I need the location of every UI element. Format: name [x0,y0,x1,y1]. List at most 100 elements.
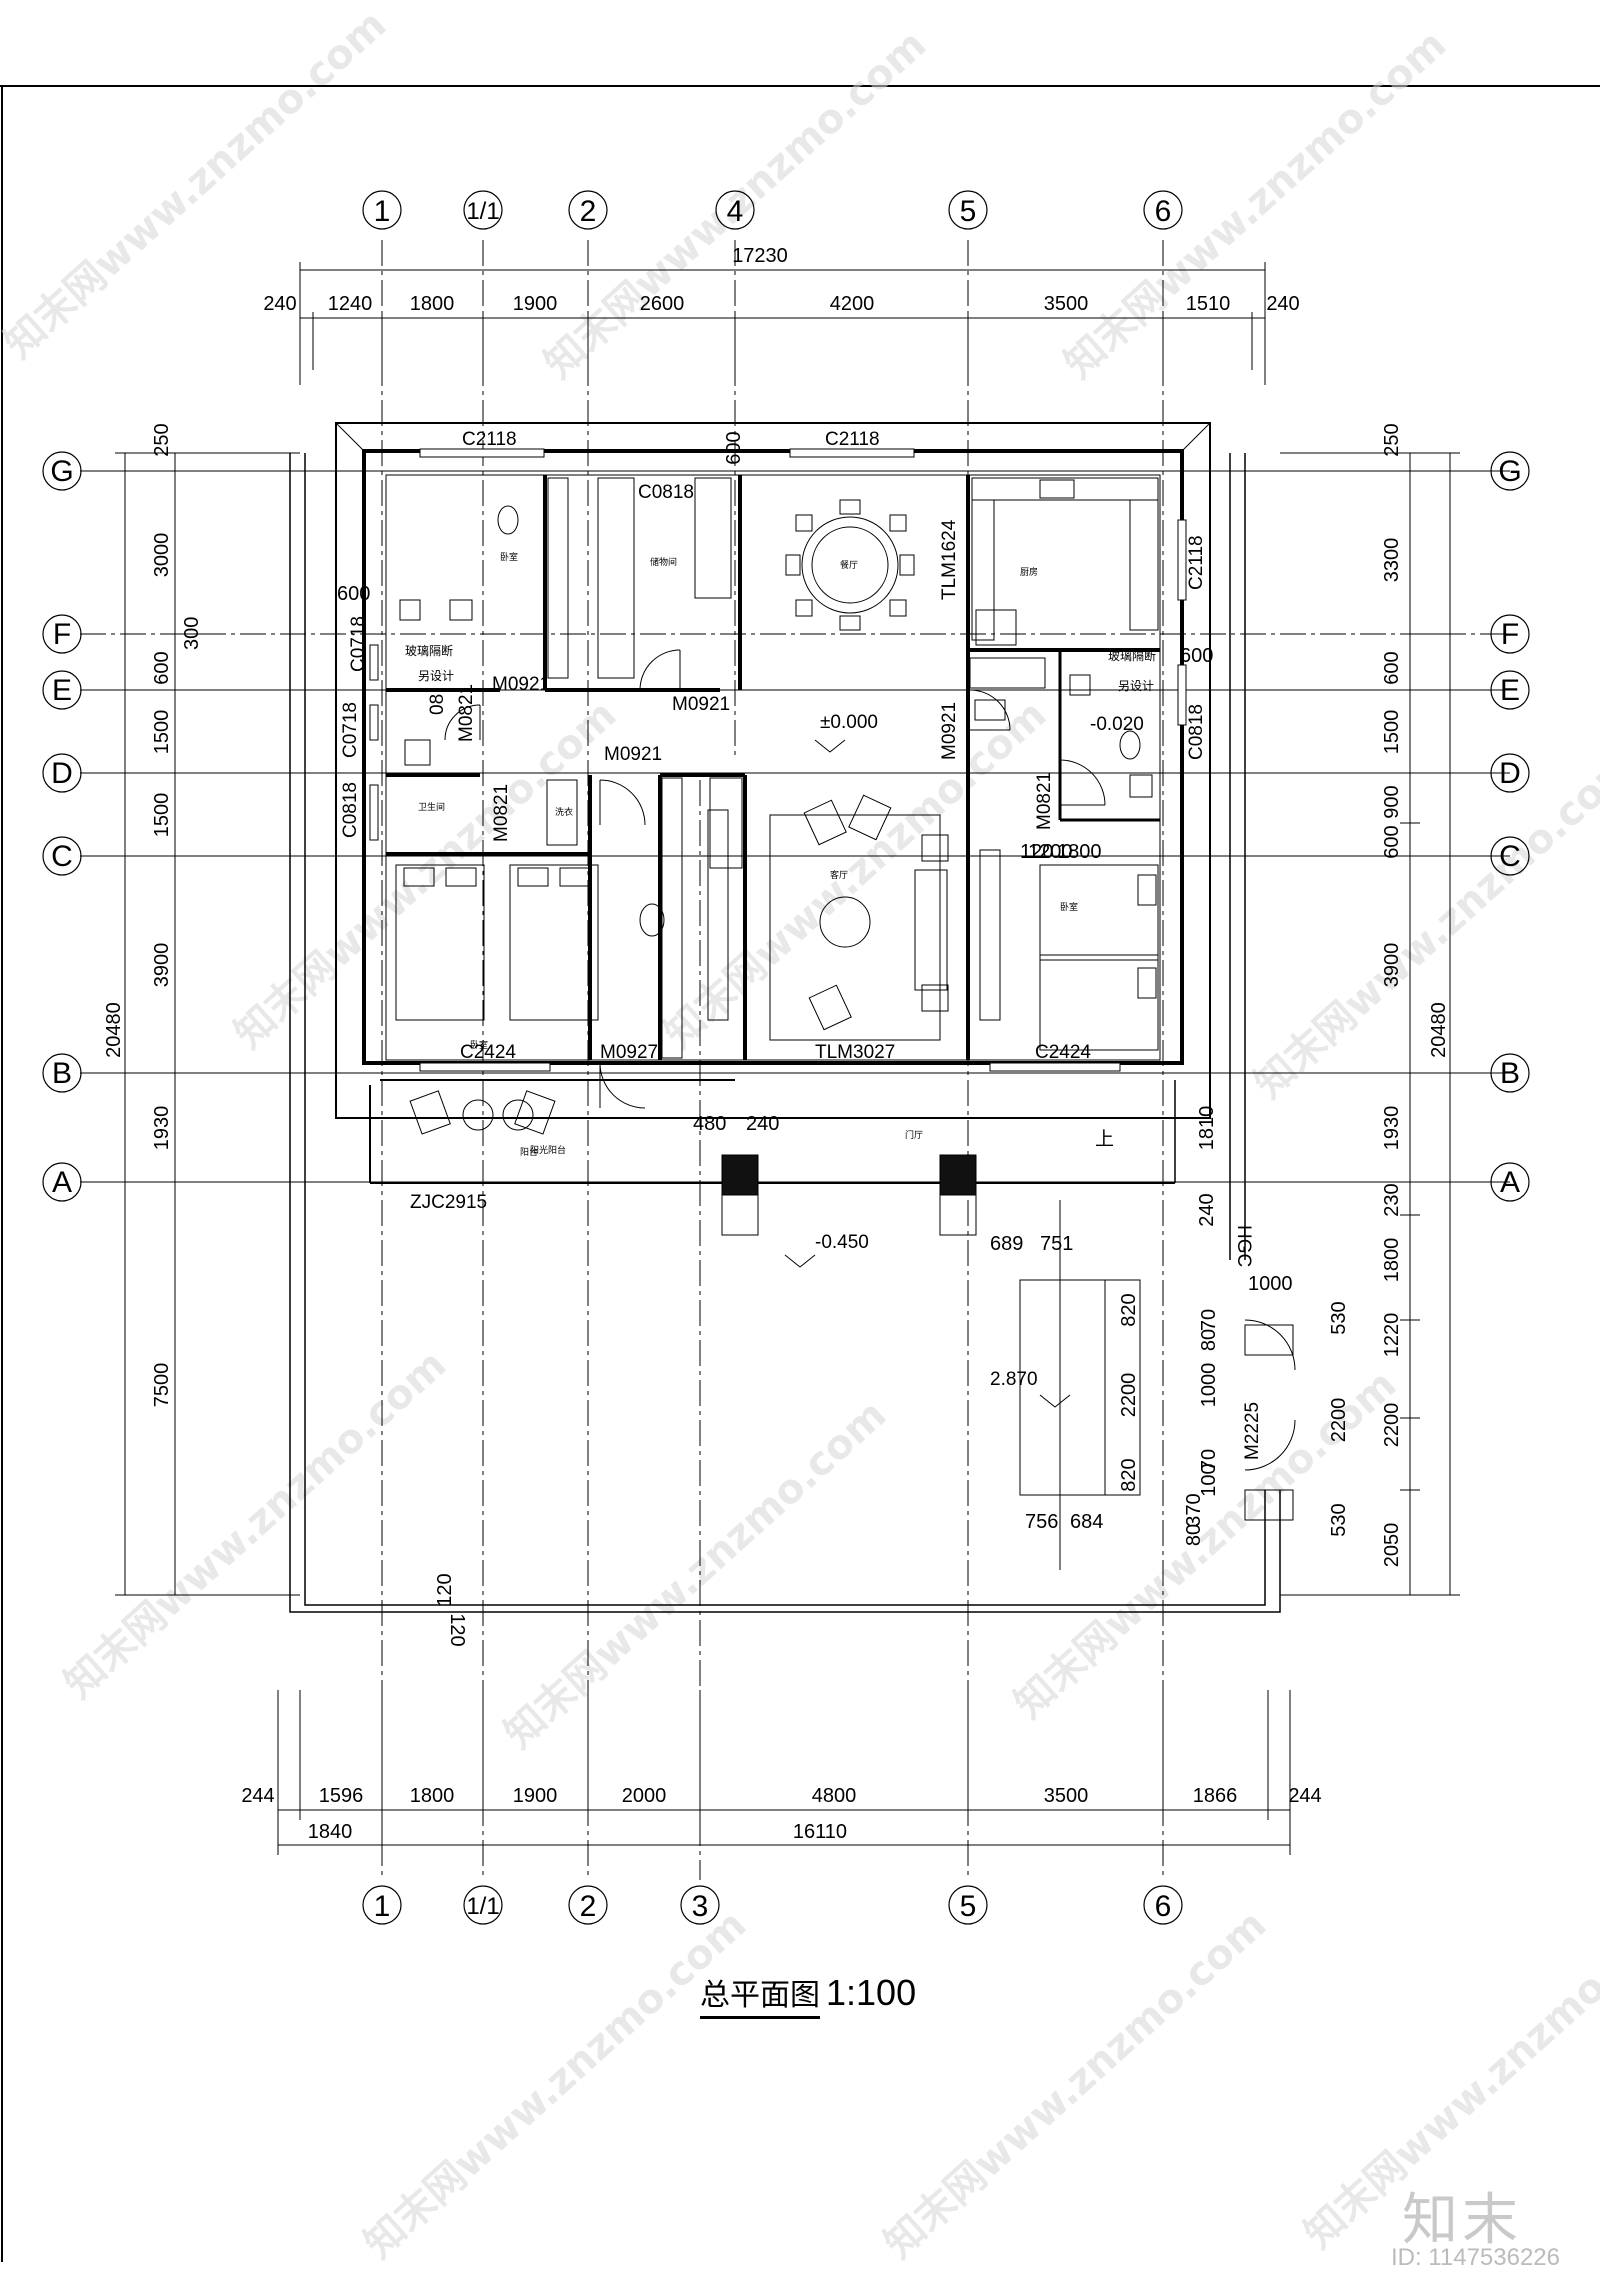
drawing-stroke [444,704,481,741]
note-text: 另设计 [418,669,454,683]
axis-bubble [1490,836,1530,876]
dim-bottom: 4800 [812,1785,857,1807]
axis-bubble [1143,190,1183,230]
drawing-stroke [1129,774,1153,798]
drawing-stroke [971,477,1159,501]
watermark-text: 知末网www.znzmo.com [496,1392,895,1758]
axis-bubble [1490,1053,1530,1093]
drawing-stroke [721,1154,759,1196]
drawing-stroke [975,609,1017,646]
dim-misc: 2200 [1328,1398,1350,1443]
axis-bubble [42,836,82,876]
dim-bottom: 1866 [1193,1785,1238,1807]
dim-misc: 1200 [1028,841,1073,863]
dim-right: 3300 [1381,538,1403,583]
kitchen-counter [971,477,1159,646]
dim-misc: 240 [1196,1193,1218,1226]
drawing-stroke [399,599,421,621]
axis-bubble [1490,753,1530,793]
axis-label: F [1501,618,1519,651]
dim-bottom: 244 [241,1785,274,1807]
dim-bottom: 3500 [1044,1785,1089,1807]
dim-top: 2600 [640,293,685,315]
gate-structure [1019,1200,1294,1570]
dim-misc: 300 [181,617,203,650]
door-label: M0921 [604,744,662,765]
window-label: C0818 [340,782,361,838]
level-mark: 2.870 [990,1369,1038,1390]
drawing-stroke [795,514,813,532]
bottom-dimension-chain [277,1690,1291,1855]
drawing-stroke [304,453,1266,1606]
drawing-stroke [599,1062,646,1109]
axis-bubble [1143,1885,1183,1925]
axis-bubble [463,1885,503,1925]
axis-label: B [1500,1057,1520,1090]
dim-right-total: 20480 [1428,1002,1450,1058]
drawing-stroke [1059,759,1106,806]
dim-top: 3500 [1044,293,1089,315]
drawing-stroke [1177,519,1187,601]
dim-misc: 684 [1070,1511,1103,1533]
window-label: C2118 [825,429,880,450]
image-id-label: ID: 1147536226 [1390,2244,1560,2271]
axis-label: 1/1 [466,1893,499,1920]
drawing-stroke [795,599,813,617]
note-text: 玻璃隔断 [1108,648,1156,663]
axis-label: E [1500,674,1520,707]
drawing-stroke [514,1090,556,1135]
drawing-stroke [1244,1489,1294,1521]
level-mark: -0.450 [815,1232,869,1253]
dim-right: 1930 [1381,1106,1403,1151]
drawing-stroke [914,869,948,991]
dim-misc: 70 [1198,1449,1220,1471]
balcony-furniture [409,1090,556,1135]
dim-top-total: 17230 [732,245,788,267]
axis-label: 4 [727,195,744,228]
axis-bubble [1490,451,1530,491]
axis-bubble [42,1162,82,1202]
level-mark: -0.020 [1090,714,1144,735]
note-text: 上 [1095,1128,1114,1150]
drawing-title-text: 总平面图 [700,1970,820,2019]
drawing-stroke [546,779,578,846]
window-label: C0718 [348,616,369,672]
dining-table [785,499,915,631]
storage-cabinets [546,477,1046,1059]
drawing-stroke [1177,664,1187,726]
drawing-stroke [1244,1419,1296,1471]
note-text: HGC [1233,1225,1254,1267]
dim-right: 600 [1381,825,1403,858]
drawing-title: 总平面图 1:100 [700,1970,916,2020]
drawing-stroke [547,477,569,679]
drawing-stroke [769,814,941,1041]
drawing-stroke [1019,1279,1141,1496]
dim-left: 7500 [151,1363,173,1408]
drawing-stroke [899,554,915,576]
dim-misc: 480 [693,1113,726,1135]
drawing-stroke [1137,874,1157,906]
axis-bubble [680,1885,720,1925]
dim-misc: 120 [1020,841,1053,863]
window-label: ZJC2915 [410,1192,487,1213]
drawing-stroke [1069,674,1091,696]
drawing-stroke [1039,954,1159,1051]
drawing-stroke [939,1154,977,1196]
axis-label: E [52,674,72,707]
dim-right: 230 [1381,1183,1403,1216]
drawing-stroke [819,896,871,948]
drawing-stroke [1129,499,1159,631]
room-label: 洗衣 [555,806,573,818]
watermark-text: 知末网www.znzmo.com [876,1902,1275,2262]
axis-bubble [948,190,988,230]
axis-bubble [1490,1162,1530,1202]
drawing-stroke [969,689,1011,731]
axis-bubbles-bottom: 1 1/1 2 3 5 6 [362,1885,1183,1925]
dim-right: 3900 [1381,943,1403,988]
door-label: M0921 [672,694,730,715]
drawing-stroke [409,1090,451,1135]
dim-left: 1500 [151,710,173,755]
yard-wall [289,453,1281,1613]
axis-bubble [948,1885,988,1925]
